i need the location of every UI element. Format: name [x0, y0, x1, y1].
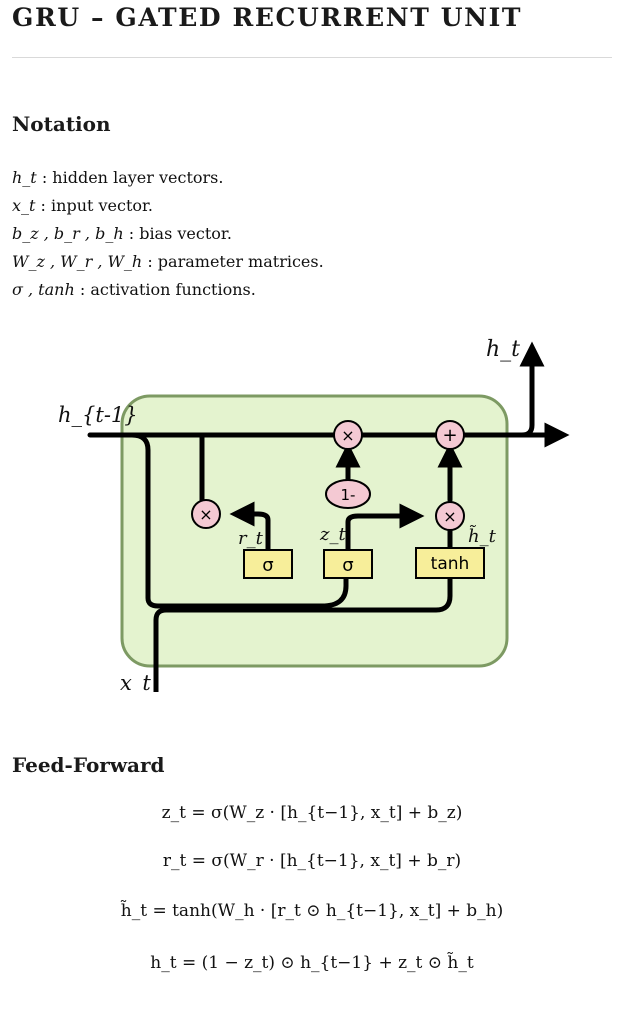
notation-desc: : input vector.: [40, 196, 154, 215]
svg-text:×: ×: [199, 505, 212, 524]
add-op: +: [435, 420, 465, 450]
multiply-op-r: ×: [191, 499, 221, 529]
cell-body: [120, 394, 509, 668]
sigma-gate-r: σ: [243, 549, 293, 579]
title-divider: [12, 57, 612, 58]
notation-item: h_t : hidden layer vectors.: [12, 164, 324, 192]
equation-h-tilde: h̃_t = tanh(W_h · [r_t ⊙ h_{t−1}, x_t] +…: [120, 901, 504, 921]
label-h-prev: h_{t-1}: [58, 403, 138, 427]
notation-desc: : hidden layer vectors.: [41, 168, 224, 187]
one-minus-op: 1-: [325, 479, 371, 509]
svg-text:σ: σ: [262, 555, 273, 576]
equation-z: z_t = σ(W_z · [h_{t−1}, x_t] + b_z): [161, 803, 463, 823]
feedforward-heading: Feed-Forward: [12, 753, 165, 777]
tanh-gate: tanh: [415, 547, 485, 579]
notation-item: σ , tanh : activation functions.: [12, 276, 324, 304]
svg-text:×: ×: [341, 426, 354, 445]
notation-symbol: σ , tanh: [12, 280, 75, 299]
gru-cell-diagram: × × + 1- × σ σ tanh h: [58, 337, 570, 692]
svg-text:tanh: tanh: [431, 554, 470, 574]
label-h-tilde: h̃_t: [468, 524, 497, 547]
page-title: GRU – GATED RECURRENT UNIT: [12, 3, 523, 32]
label-r: r_t: [238, 528, 264, 549]
svg-text:×: ×: [443, 507, 456, 526]
notation-desc: : bias vector.: [128, 224, 232, 243]
notation-item: x_t : input vector.: [12, 192, 324, 220]
equation-r: r_t = σ(W_r · [h_{t−1}, x_t] + b_r): [162, 851, 462, 871]
notation-desc: : activation functions.: [79, 280, 256, 299]
notation-item: b_z , b_r , b_h : bias vector.: [12, 220, 324, 248]
multiply-op-htilde: ×: [435, 501, 465, 531]
svg-text:1-: 1-: [341, 486, 356, 504]
notation-symbol: h_t: [12, 168, 37, 187]
sigma-gate-z: σ: [323, 549, 373, 579]
notation-symbol: W_z , W_r , W_h: [12, 252, 143, 271]
notation-desc: : parameter matrices.: [147, 252, 324, 271]
label-x-in: x_t: [120, 671, 151, 692]
notation-item: W_z , W_r , W_h : parameter matrices.: [12, 248, 324, 276]
signal-paths: [87, 341, 570, 692]
equation-h: h_t = (1 − z_t) ⊙ h_{t−1} + z_t ⊙ h̃_t: [150, 953, 474, 973]
svg-text:σ: σ: [342, 555, 353, 576]
notation-heading: Notation: [12, 112, 111, 136]
notation-symbol: x_t: [12, 196, 36, 215]
multiply-op-top: ×: [333, 420, 363, 450]
notation-list: h_t : hidden layer vectors. x_t : input …: [12, 164, 324, 304]
notation-symbol: b_z , b_r , b_h: [12, 224, 124, 243]
label-h-out: h_t: [486, 337, 520, 362]
svg-text:+: +: [442, 425, 457, 446]
label-z: z_t: [319, 524, 346, 545]
